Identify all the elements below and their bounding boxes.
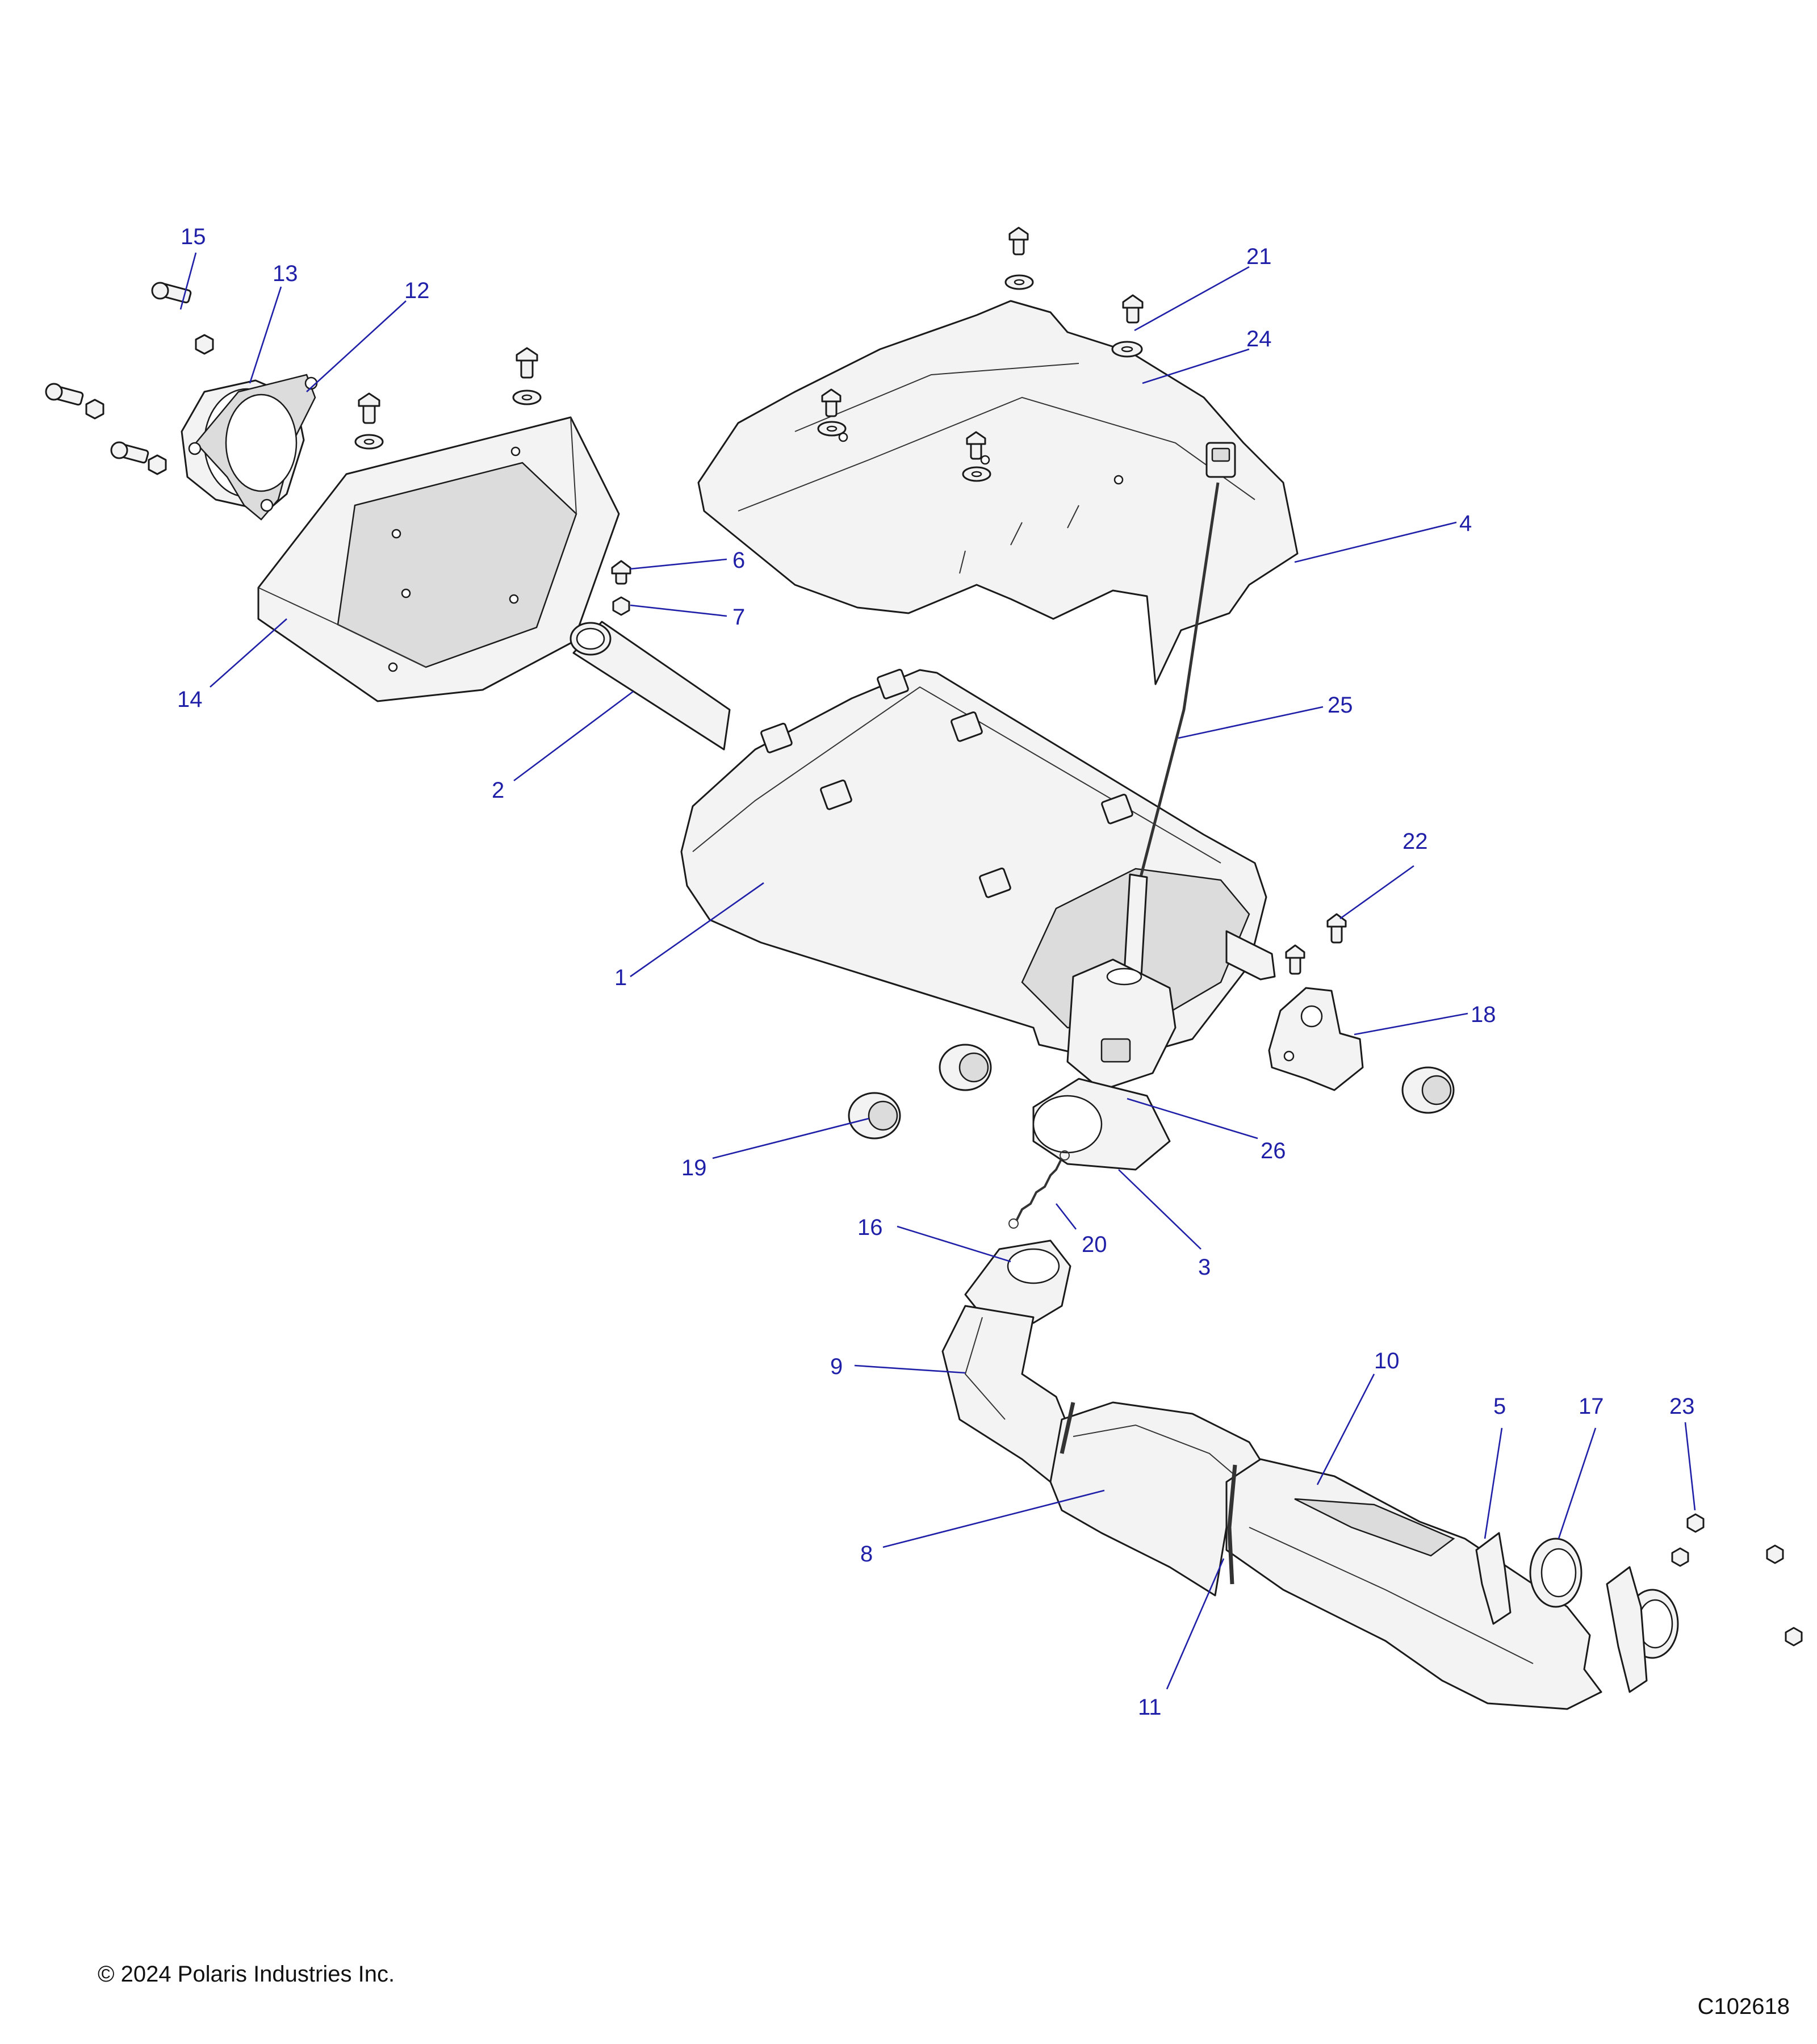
part-21-shield-bolt bbox=[1122, 294, 1144, 324]
leader-3 bbox=[1118, 1169, 1201, 1250]
part-14-front-heat-shield bbox=[257, 416, 620, 702]
leader-24 bbox=[1142, 348, 1250, 384]
leader-20 bbox=[1055, 1203, 1077, 1230]
part-2-tail-cone bbox=[570, 621, 731, 751]
part-23-outlet-nuts bbox=[1671, 1513, 1803, 1647]
leader-2 bbox=[513, 690, 634, 782]
leader-19 bbox=[712, 1117, 869, 1159]
flange-nuts bbox=[85, 334, 214, 475]
callout-10: 10 bbox=[1374, 1348, 1400, 1373]
leader-22 bbox=[1339, 865, 1414, 920]
part-22-bracket-bolts bbox=[1285, 913, 1347, 975]
part-10-rear-pipe bbox=[1225, 1458, 1602, 1710]
part-9-inlet-pipe bbox=[941, 1305, 1069, 1483]
callout-18: 18 bbox=[1471, 1002, 1496, 1027]
part-6-bolt bbox=[611, 560, 631, 585]
part-20-spring bbox=[1008, 1150, 1070, 1229]
callout-12: 12 bbox=[404, 278, 430, 303]
leader-23 bbox=[1684, 1422, 1696, 1511]
callout-2: 2 bbox=[492, 778, 504, 803]
leader-10 bbox=[1316, 1373, 1375, 1485]
leader-11 bbox=[1166, 1558, 1225, 1690]
leader-6 bbox=[630, 558, 727, 570]
part-25-oxygen-sensor bbox=[1123, 442, 1236, 978]
callout-25: 25 bbox=[1328, 693, 1353, 718]
callout-11: 11 bbox=[1138, 1695, 1162, 1720]
copyright-notice: © 2024 Polaris Industries Inc. bbox=[98, 1962, 395, 1987]
part-11-band-clamp bbox=[1060, 1402, 1237, 1585]
leader-15 bbox=[179, 252, 197, 310]
drawing-number: C102618 bbox=[1697, 1994, 1790, 2019]
callout-17: 17 bbox=[1579, 1394, 1604, 1419]
leader-5 bbox=[1484, 1427, 1503, 1539]
callout-13: 13 bbox=[273, 261, 298, 286]
callout-15: 15 bbox=[181, 224, 206, 249]
leader-21 bbox=[1134, 266, 1250, 332]
callout-26: 26 bbox=[1261, 1138, 1286, 1163]
callout-labels: 1 2 3 4 5 6 7 8 9 10 11 12 13 14 15 16 1… bbox=[177, 224, 1695, 1720]
leader-8 bbox=[882, 1489, 1105, 1548]
part-26-sensor-boss bbox=[1066, 958, 1177, 1091]
leader-14 bbox=[210, 618, 287, 688]
front-shield-bolts bbox=[354, 347, 542, 450]
leader-lines bbox=[179, 252, 1696, 1690]
leader-1 bbox=[630, 882, 764, 978]
callout-24: 24 bbox=[1246, 326, 1272, 351]
leader-16 bbox=[897, 1225, 1011, 1263]
leader-25 bbox=[1178, 706, 1324, 739]
callout-7: 7 bbox=[732, 605, 745, 630]
part-12-flange-gasket bbox=[188, 374, 318, 521]
leader-17 bbox=[1558, 1427, 1597, 1539]
callout-6: 6 bbox=[732, 548, 745, 573]
leader-9 bbox=[854, 1364, 966, 1374]
leader-4 bbox=[1294, 521, 1457, 563]
callout-16: 16 bbox=[857, 1215, 883, 1240]
leader-18 bbox=[1354, 1012, 1468, 1036]
callout-3: 3 bbox=[1198, 1255, 1211, 1280]
part-4-main-heat-shield bbox=[697, 300, 1299, 685]
part-3-clamp-ring bbox=[1032, 1078, 1171, 1171]
callout-5: 5 bbox=[1493, 1394, 1506, 1419]
leader-13 bbox=[249, 286, 282, 384]
callout-20: 20 bbox=[1082, 1232, 1107, 1257]
callout-9: 9 bbox=[830, 1354, 843, 1379]
main-shield-bolts bbox=[817, 227, 1034, 482]
part-1-muffler bbox=[680, 668, 1276, 1063]
callout-8: 8 bbox=[860, 1542, 873, 1566]
callout-19: 19 bbox=[681, 1155, 707, 1180]
part-15-flange-bolts bbox=[45, 282, 192, 464]
part-18-mount-bracket bbox=[1268, 987, 1364, 1091]
leader-7 bbox=[630, 604, 727, 617]
callout-4: 4 bbox=[1459, 511, 1472, 536]
callout-22: 22 bbox=[1402, 829, 1428, 854]
part-17-outlet-gaskets bbox=[1529, 1538, 1679, 1693]
callout-14: 14 bbox=[177, 687, 203, 712]
part-24-shield-washer bbox=[1111, 341, 1143, 358]
leader-12 bbox=[306, 300, 407, 392]
part-7-nut bbox=[612, 596, 630, 616]
callout-21: 21 bbox=[1246, 244, 1272, 269]
part-5-outlet-clamp bbox=[1475, 1532, 1512, 1625]
callout-23: 23 bbox=[1669, 1394, 1695, 1419]
leader-26 bbox=[1127, 1098, 1258, 1140]
callout-1: 1 bbox=[614, 965, 627, 990]
part-19-rubber-grommets bbox=[848, 1044, 1455, 1140]
